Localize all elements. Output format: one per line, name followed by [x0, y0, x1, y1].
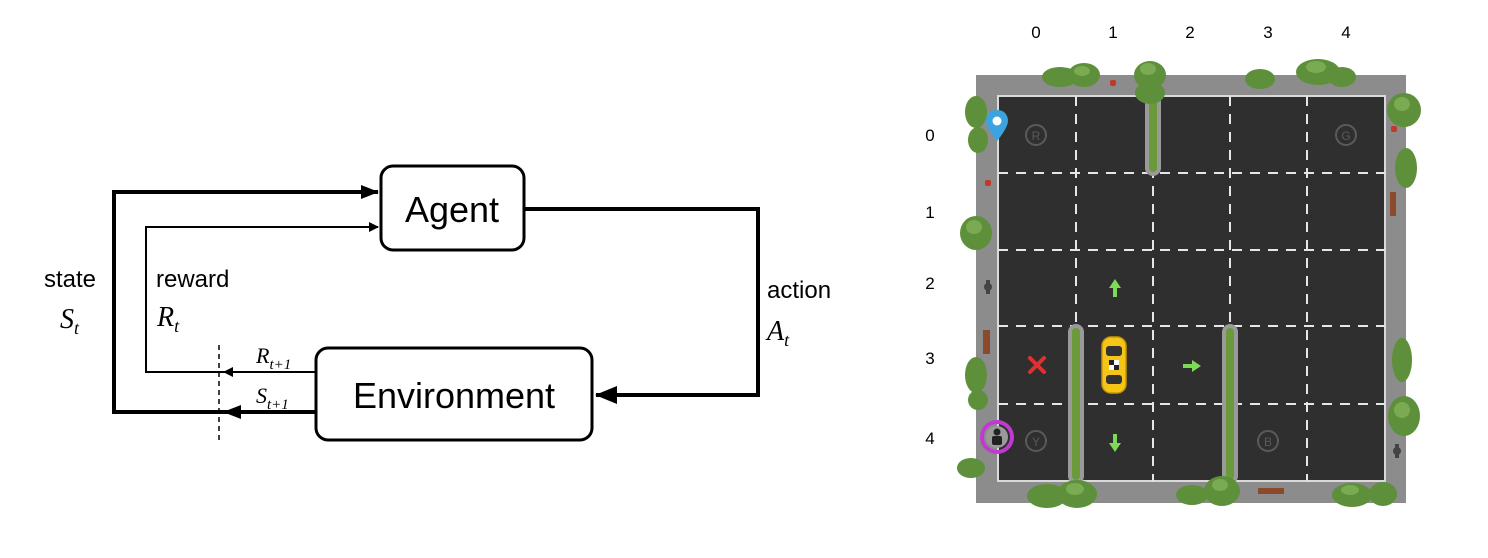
- agent-label: Agent: [405, 189, 499, 230]
- wall: [1145, 90, 1161, 176]
- arrow-down-icon: [1109, 434, 1121, 452]
- destination-pin-icon: [986, 110, 1008, 141]
- environment-box: Environment: [314, 346, 594, 442]
- arrow-right-icon: [1183, 360, 1201, 372]
- row-labels: 0 1 2 3 4: [925, 126, 934, 448]
- row-label: 4: [925, 429, 934, 448]
- location-marker-g: G: [1335, 124, 1357, 146]
- row-label: 0: [925, 126, 934, 145]
- column-label: 3: [1263, 23, 1272, 42]
- blocked-cross-icon: [1028, 356, 1046, 374]
- state-arrow: [112, 185, 379, 414]
- wall: [1222, 324, 1238, 484]
- next-state-symbol: St+1: [256, 383, 289, 413]
- reward-symbol: Rt: [156, 302, 180, 336]
- passenger-icon: [980, 420, 1014, 454]
- tree-decoration-highlight: [966, 61, 1410, 495]
- svg-text:G: G: [1341, 129, 1350, 143]
- taxi-grid-world: 0 1 2 3 4 0 1 2 3 4: [925, 23, 1421, 508]
- row-label: 1: [925, 203, 934, 222]
- location-marker-r: R: [1025, 124, 1047, 146]
- column-label: 4: [1341, 23, 1350, 42]
- column-label: 0: [1031, 23, 1040, 42]
- column-label: 1: [1108, 23, 1117, 42]
- column-labels: 0 1 2 3 4: [1031, 23, 1350, 42]
- agent-box: Agent: [379, 164, 526, 252]
- state-label: state: [44, 266, 96, 293]
- action-arrow: [524, 207, 760, 404]
- location-marker-b: B: [1257, 430, 1279, 452]
- svg-text:B: B: [1264, 435, 1272, 449]
- state-symbol: St: [60, 304, 80, 338]
- svg-text:R: R: [1032, 129, 1041, 143]
- environment-label: Environment: [353, 375, 555, 416]
- row-label: 2: [925, 274, 934, 293]
- reward-label: reward: [156, 266, 229, 293]
- wall: [1068, 324, 1084, 484]
- next-reward-symbol: Rt+1: [255, 343, 291, 373]
- action-symbol: At: [765, 316, 790, 350]
- svg-text:Y: Y: [1032, 435, 1040, 449]
- action-label: action: [767, 277, 831, 304]
- column-label: 2: [1185, 23, 1194, 42]
- location-marker-y: Y: [1025, 430, 1047, 452]
- rl-loop-diagram: Agent Environment state St reward Rt act…: [44, 164, 831, 442]
- taxi-icon: [1101, 336, 1127, 394]
- road-surface: [997, 95, 1386, 482]
- street-props: [983, 80, 1401, 494]
- arrow-up-icon: [1109, 279, 1121, 297]
- row-label: 3: [925, 349, 934, 368]
